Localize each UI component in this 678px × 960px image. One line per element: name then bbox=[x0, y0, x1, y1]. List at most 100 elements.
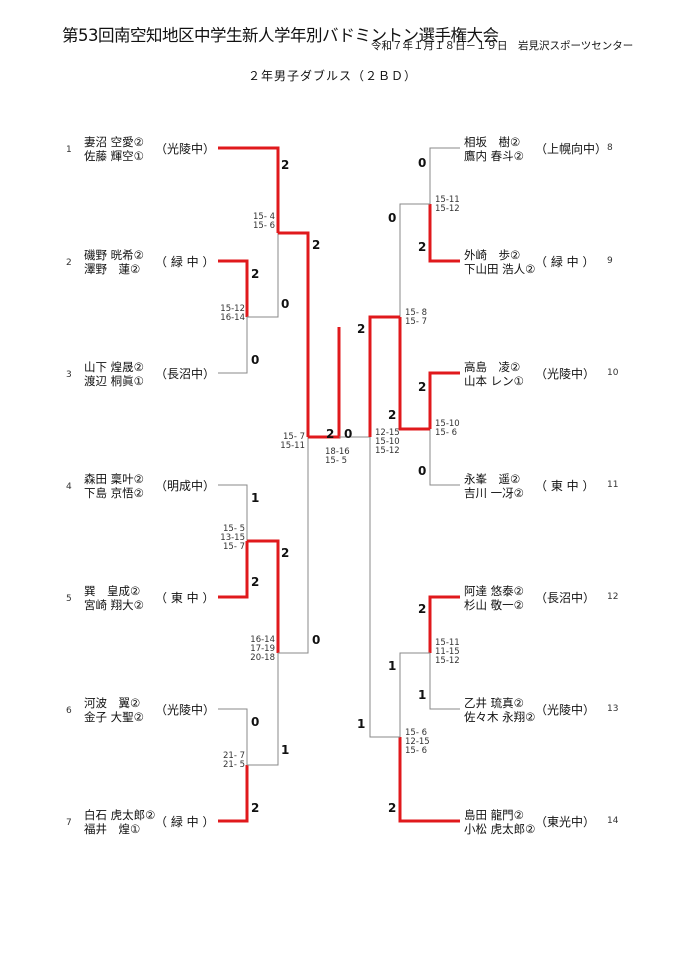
seed-number: 2 bbox=[66, 258, 72, 268]
seed-number: 6 bbox=[66, 706, 72, 716]
date-venue: 令和７年１月１８日－１９日 岩見沢スポーツセンター bbox=[371, 40, 634, 52]
player-name: 鷹内 春斗② bbox=[464, 149, 524, 163]
bracket-line-winner bbox=[368, 315, 400, 437]
bracket-line-winner bbox=[218, 259, 249, 317]
school-name: （明成中） bbox=[155, 479, 216, 493]
game-score: 15- 6 bbox=[405, 728, 427, 738]
bracket-line-loser bbox=[247, 233, 279, 318]
win-count: 2 bbox=[418, 240, 427, 254]
seed-number: 4 bbox=[66, 482, 72, 492]
bracket-line-loser bbox=[218, 708, 248, 765]
bracket-line-loser bbox=[399, 203, 430, 317]
school-name: （ 東 中 ） bbox=[535, 479, 595, 493]
game-score: 15- 7 bbox=[223, 542, 245, 552]
player-name: 金子 大聖② bbox=[84, 710, 144, 724]
win-count: 1 bbox=[418, 688, 427, 702]
school-name: （光陵中） bbox=[155, 703, 216, 717]
player-name: 渡辺 桐眞① bbox=[84, 374, 144, 388]
event-title: ２年男子ダブルス（２ＢＤ） bbox=[248, 69, 418, 83]
win-count: 2 bbox=[251, 267, 260, 281]
player-name: 白石 虎太郎② bbox=[84, 808, 156, 822]
bracket-line-loser bbox=[218, 317, 248, 374]
win-count: 2 bbox=[418, 380, 427, 394]
win-count: 2 bbox=[251, 575, 260, 589]
game-score: 18-16 bbox=[325, 447, 350, 457]
final-win-count: 0 bbox=[344, 427, 353, 441]
seed-number: 1 bbox=[66, 145, 72, 155]
seed-number: 9 bbox=[607, 256, 613, 266]
player-name: 宮崎 翔大② bbox=[84, 598, 144, 612]
game-score: 15-10 bbox=[375, 437, 400, 447]
game-score: 21- 7 bbox=[223, 751, 245, 761]
game-score: 15- 7 bbox=[405, 317, 427, 327]
bracket-line-winner bbox=[428, 371, 460, 429]
game-score: 15-12 bbox=[375, 446, 400, 456]
game-score: 15-11 bbox=[280, 441, 305, 451]
school-name: （ 緑 中 ） bbox=[535, 255, 595, 269]
seed-number: 13 bbox=[607, 704, 619, 714]
final-win-count: 2 bbox=[326, 427, 335, 441]
game-score: 15- 5 bbox=[223, 524, 245, 534]
player-name: 福井 煌① bbox=[84, 822, 141, 836]
player-name: 相坂 樹② bbox=[464, 135, 521, 149]
win-count: 0 bbox=[312, 633, 321, 647]
win-count: 2 bbox=[312, 238, 321, 252]
player-name: 妻沼 空愛② bbox=[84, 135, 144, 149]
school-name: （ 緑 中 ） bbox=[155, 255, 215, 269]
game-score: 15-12 bbox=[435, 204, 460, 214]
bracket-line-loser bbox=[429, 429, 460, 486]
player-name: 佐藤 輝空① bbox=[84, 149, 144, 163]
seed-number: 14 bbox=[607, 816, 619, 826]
seed-number: 3 bbox=[66, 370, 72, 380]
win-count: 1 bbox=[251, 491, 260, 505]
bracket-line-loser bbox=[218, 484, 248, 541]
win-count: 2 bbox=[281, 158, 290, 172]
tournament-title: 第53回南空知地区中学生新人学年別バドミントン選手権大会 bbox=[62, 26, 499, 45]
player-name: 下島 京悟② bbox=[84, 486, 144, 500]
game-score: 15- 7 bbox=[283, 432, 305, 442]
player-name: 下山田 浩人② bbox=[464, 262, 536, 276]
bracket-line-winner bbox=[218, 765, 249, 823]
win-count: 1 bbox=[388, 659, 397, 673]
player-name: 澤野 蓮② bbox=[84, 262, 141, 276]
player-name: 高島 凌② bbox=[464, 360, 521, 374]
game-score: 15- 5 bbox=[325, 456, 347, 466]
bracket-line-winner bbox=[247, 539, 280, 653]
win-count: 0 bbox=[251, 353, 260, 367]
win-count: 0 bbox=[388, 211, 397, 225]
bracket-line-winner bbox=[218, 146, 280, 233]
game-score: 15- 6 bbox=[253, 221, 275, 231]
bracket-line-winner bbox=[218, 541, 249, 599]
game-score: 15- 8 bbox=[405, 308, 427, 318]
seed-number: 12 bbox=[607, 592, 619, 602]
player-name: 河波 翼② bbox=[84, 696, 141, 710]
player-name: 阿達 悠泰② bbox=[464, 584, 524, 598]
seed-number: 8 bbox=[607, 143, 613, 153]
player-name: 島田 龍門② bbox=[464, 808, 524, 822]
bracket-line-loser bbox=[429, 147, 460, 204]
bracket-line-winner bbox=[398, 737, 460, 823]
game-score: 21- 5 bbox=[223, 760, 245, 770]
game-score: 16-14 bbox=[250, 635, 275, 645]
player-name: 永峯 遥② bbox=[464, 472, 521, 486]
school-name: （ 緑 中 ） bbox=[155, 815, 215, 829]
game-score: 15- 6 bbox=[405, 746, 427, 756]
player-name: 小松 虎太郎② bbox=[464, 822, 536, 836]
win-count: 1 bbox=[357, 717, 366, 731]
game-score: 15-12 bbox=[435, 656, 460, 666]
game-score: 13-15 bbox=[220, 533, 245, 543]
game-score: 15-12 bbox=[220, 304, 245, 314]
win-count: 0 bbox=[418, 156, 427, 170]
win-count: 1 bbox=[281, 743, 290, 757]
seed-number: 7 bbox=[66, 818, 72, 828]
bracket-line-winner bbox=[278, 231, 310, 437]
game-score: 20-18 bbox=[250, 653, 275, 663]
school-name: （長沼中） bbox=[155, 367, 216, 381]
game-score: 15-11 bbox=[435, 638, 460, 648]
bracket-line-loser bbox=[369, 437, 400, 738]
bracket-line-loser bbox=[429, 653, 460, 710]
seed-number: 10 bbox=[607, 368, 619, 378]
player-name: 森田 稟叶② bbox=[84, 472, 144, 486]
win-count: 2 bbox=[388, 801, 397, 815]
